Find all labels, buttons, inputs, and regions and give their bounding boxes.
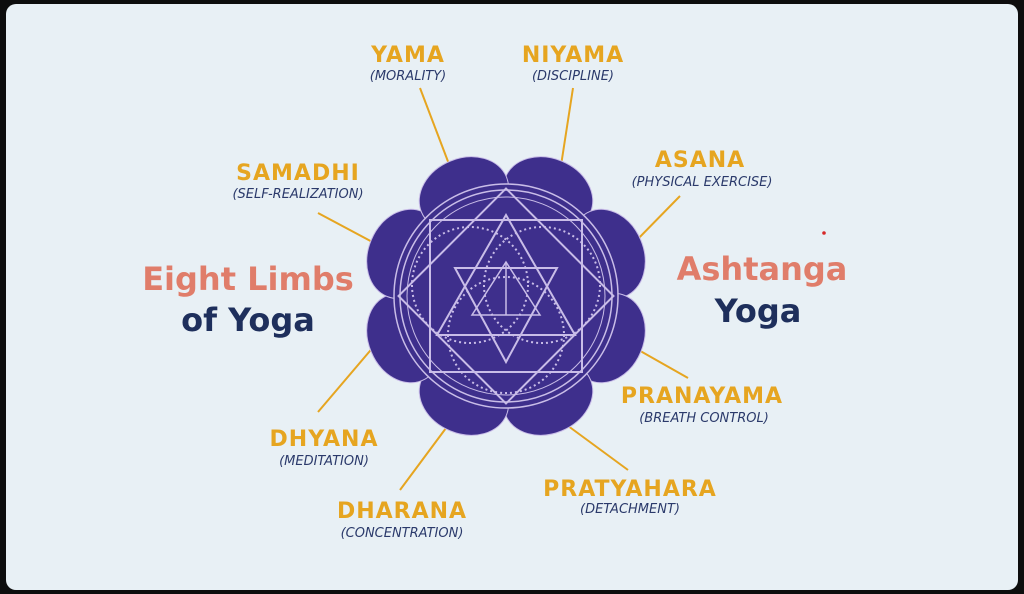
limb-samadhi-subtitle: (SELF-REALIZATION) (232, 187, 363, 202)
limb-dharana-name: DHARANA (337, 499, 467, 524)
limb-dhyana-name: DHYANA (270, 427, 379, 452)
mandala-dotted-circle-right (483, 226, 601, 344)
right-title-line2: Yoga (714, 292, 802, 330)
limb-asana-subtitle: (PHYSICAL EXERCISE) (632, 175, 773, 190)
mandala-ring (399, 189, 613, 403)
mandala-square (429, 219, 583, 373)
connector-dhyana (317, 344, 376, 413)
left-title-line2: of Yoga (181, 301, 315, 339)
connector-pranayama (634, 347, 689, 379)
limb-dharana-subtitle: (CONCENTRATION) (341, 526, 464, 541)
limb-asana-name: ASANA (655, 148, 745, 173)
limb-yama-name: YAMA (370, 43, 445, 68)
connector-lines (317, 87, 689, 491)
connector-asana (631, 195, 681, 246)
connector-niyama (559, 87, 574, 173)
connector-pratyahara (559, 419, 629, 471)
connector-samadhi (317, 212, 379, 246)
red-dot-marker (822, 231, 826, 235)
lotus-mandala (366, 156, 646, 436)
connector-dharana (399, 419, 453, 491)
limb-samadhi-name: SAMADHI (236, 161, 360, 186)
limb-pranayama-name: PRANAYAMA (621, 384, 783, 409)
mandala-dotted-circle-left (411, 226, 529, 344)
mandala-square-rotated (397, 187, 615, 405)
limb-pratyahara-name: PRATYAHARA (543, 477, 717, 502)
limb-yama-subtitle: (MORALITY) (370, 69, 446, 84)
connector-yama (419, 87, 453, 173)
limb-niyama-subtitle: (DISCIPLINE) (532, 69, 614, 84)
limb-pratyahara-subtitle: (DETACHMENT) (580, 502, 680, 517)
limb-dhyana-subtitle: (MEDITATION) (279, 454, 369, 469)
limb-pranayama-subtitle: (BREATH CONTROL) (639, 411, 769, 426)
right-title-line1: Ashtanga (677, 250, 848, 288)
mandala-ring-inner (406, 196, 606, 396)
left-title-line1: Eight Limbs (142, 260, 354, 298)
limb-niyama-name: NIYAMA (522, 43, 624, 68)
mandala-triangle-up (435, 212, 577, 336)
